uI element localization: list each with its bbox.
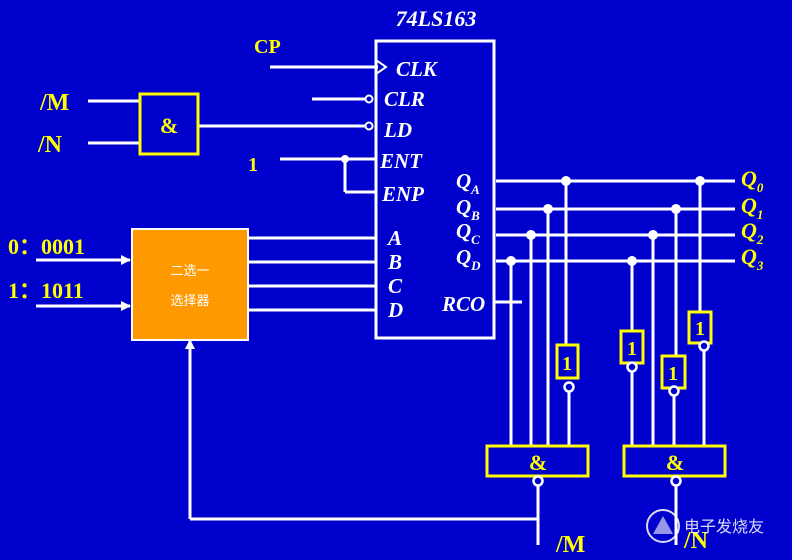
label-q1: Q1 [741,193,763,222]
label-q3: Q3 [741,244,764,273]
pin-qa: QA [456,169,480,197]
pin-ent: ENT [379,149,423,173]
pin-qb: QB [456,195,480,223]
label-m-in: /M [39,90,69,116]
chip-title: 74LS163 [396,6,477,31]
mux-label-line2: 选择器 [170,294,209,309]
label-q0: Q0 [741,166,764,195]
watermark-logo-icon [646,509,680,543]
inverter-right-3-label: 1 [695,318,705,340]
inverter-right-2-label: 1 [668,363,678,385]
label-cp: CP [254,36,281,58]
watermark-text: 电子发烧友 [684,517,764,536]
label-n-out: /N [683,528,709,554]
pin-d: D [387,298,403,322]
inverter-right-3: 1 [687,310,713,352]
nand-gate-n-label: & [666,450,684,475]
pin-qd: QD [456,245,481,273]
pin-enp: ENP [381,182,424,206]
inverter-left-label: 1 [562,353,572,375]
chip-74ls163: 74LS163 CLK CLR LD ENT ENP A B C D QA QB… [364,6,496,340]
watermark: 电子发烧友 [646,509,764,543]
pin-a: A [386,226,402,250]
inverter-right-1: 1 [619,329,645,373]
mux-2to1: 二选一 选择器 [131,228,249,341]
clr-inversion-bubble [364,94,374,104]
label-sel0: 0：0001 [8,234,85,259]
inverter-left: 1 [555,343,580,393]
mux-label-line1: 二选一 [170,264,209,279]
nand-gate-n: & [622,444,727,487]
pin-ld: LD [383,118,412,142]
nand-gate-m: & [485,444,590,487]
pin-c: C [388,274,403,298]
pin-qc: QC [456,219,480,247]
inverter-right-2: 1 [660,354,687,397]
label-m-out: /M [555,532,585,558]
label-q2: Q2 [741,218,764,247]
label-one: 1 [248,154,258,176]
junction-dots [341,155,705,266]
pin-clr: CLR [384,87,425,111]
nand-gate-m-label: & [529,450,547,475]
signal-labels: CP /M /N 1 0：0001 1：1011 Q0 Q1 Q2 Q3 /M … [8,36,764,558]
pin-clk: CLK [396,57,439,81]
input-and-gate-label: & [160,113,178,138]
pin-rco: RCO [441,292,485,316]
input-and-gate: & [138,92,200,156]
ld-inversion-bubble [364,121,374,131]
pin-b: B [387,250,402,274]
inverter-right-1-label: 1 [627,338,637,360]
label-sel1: 1：1011 [8,278,84,303]
label-n-in: /N [37,132,63,158]
